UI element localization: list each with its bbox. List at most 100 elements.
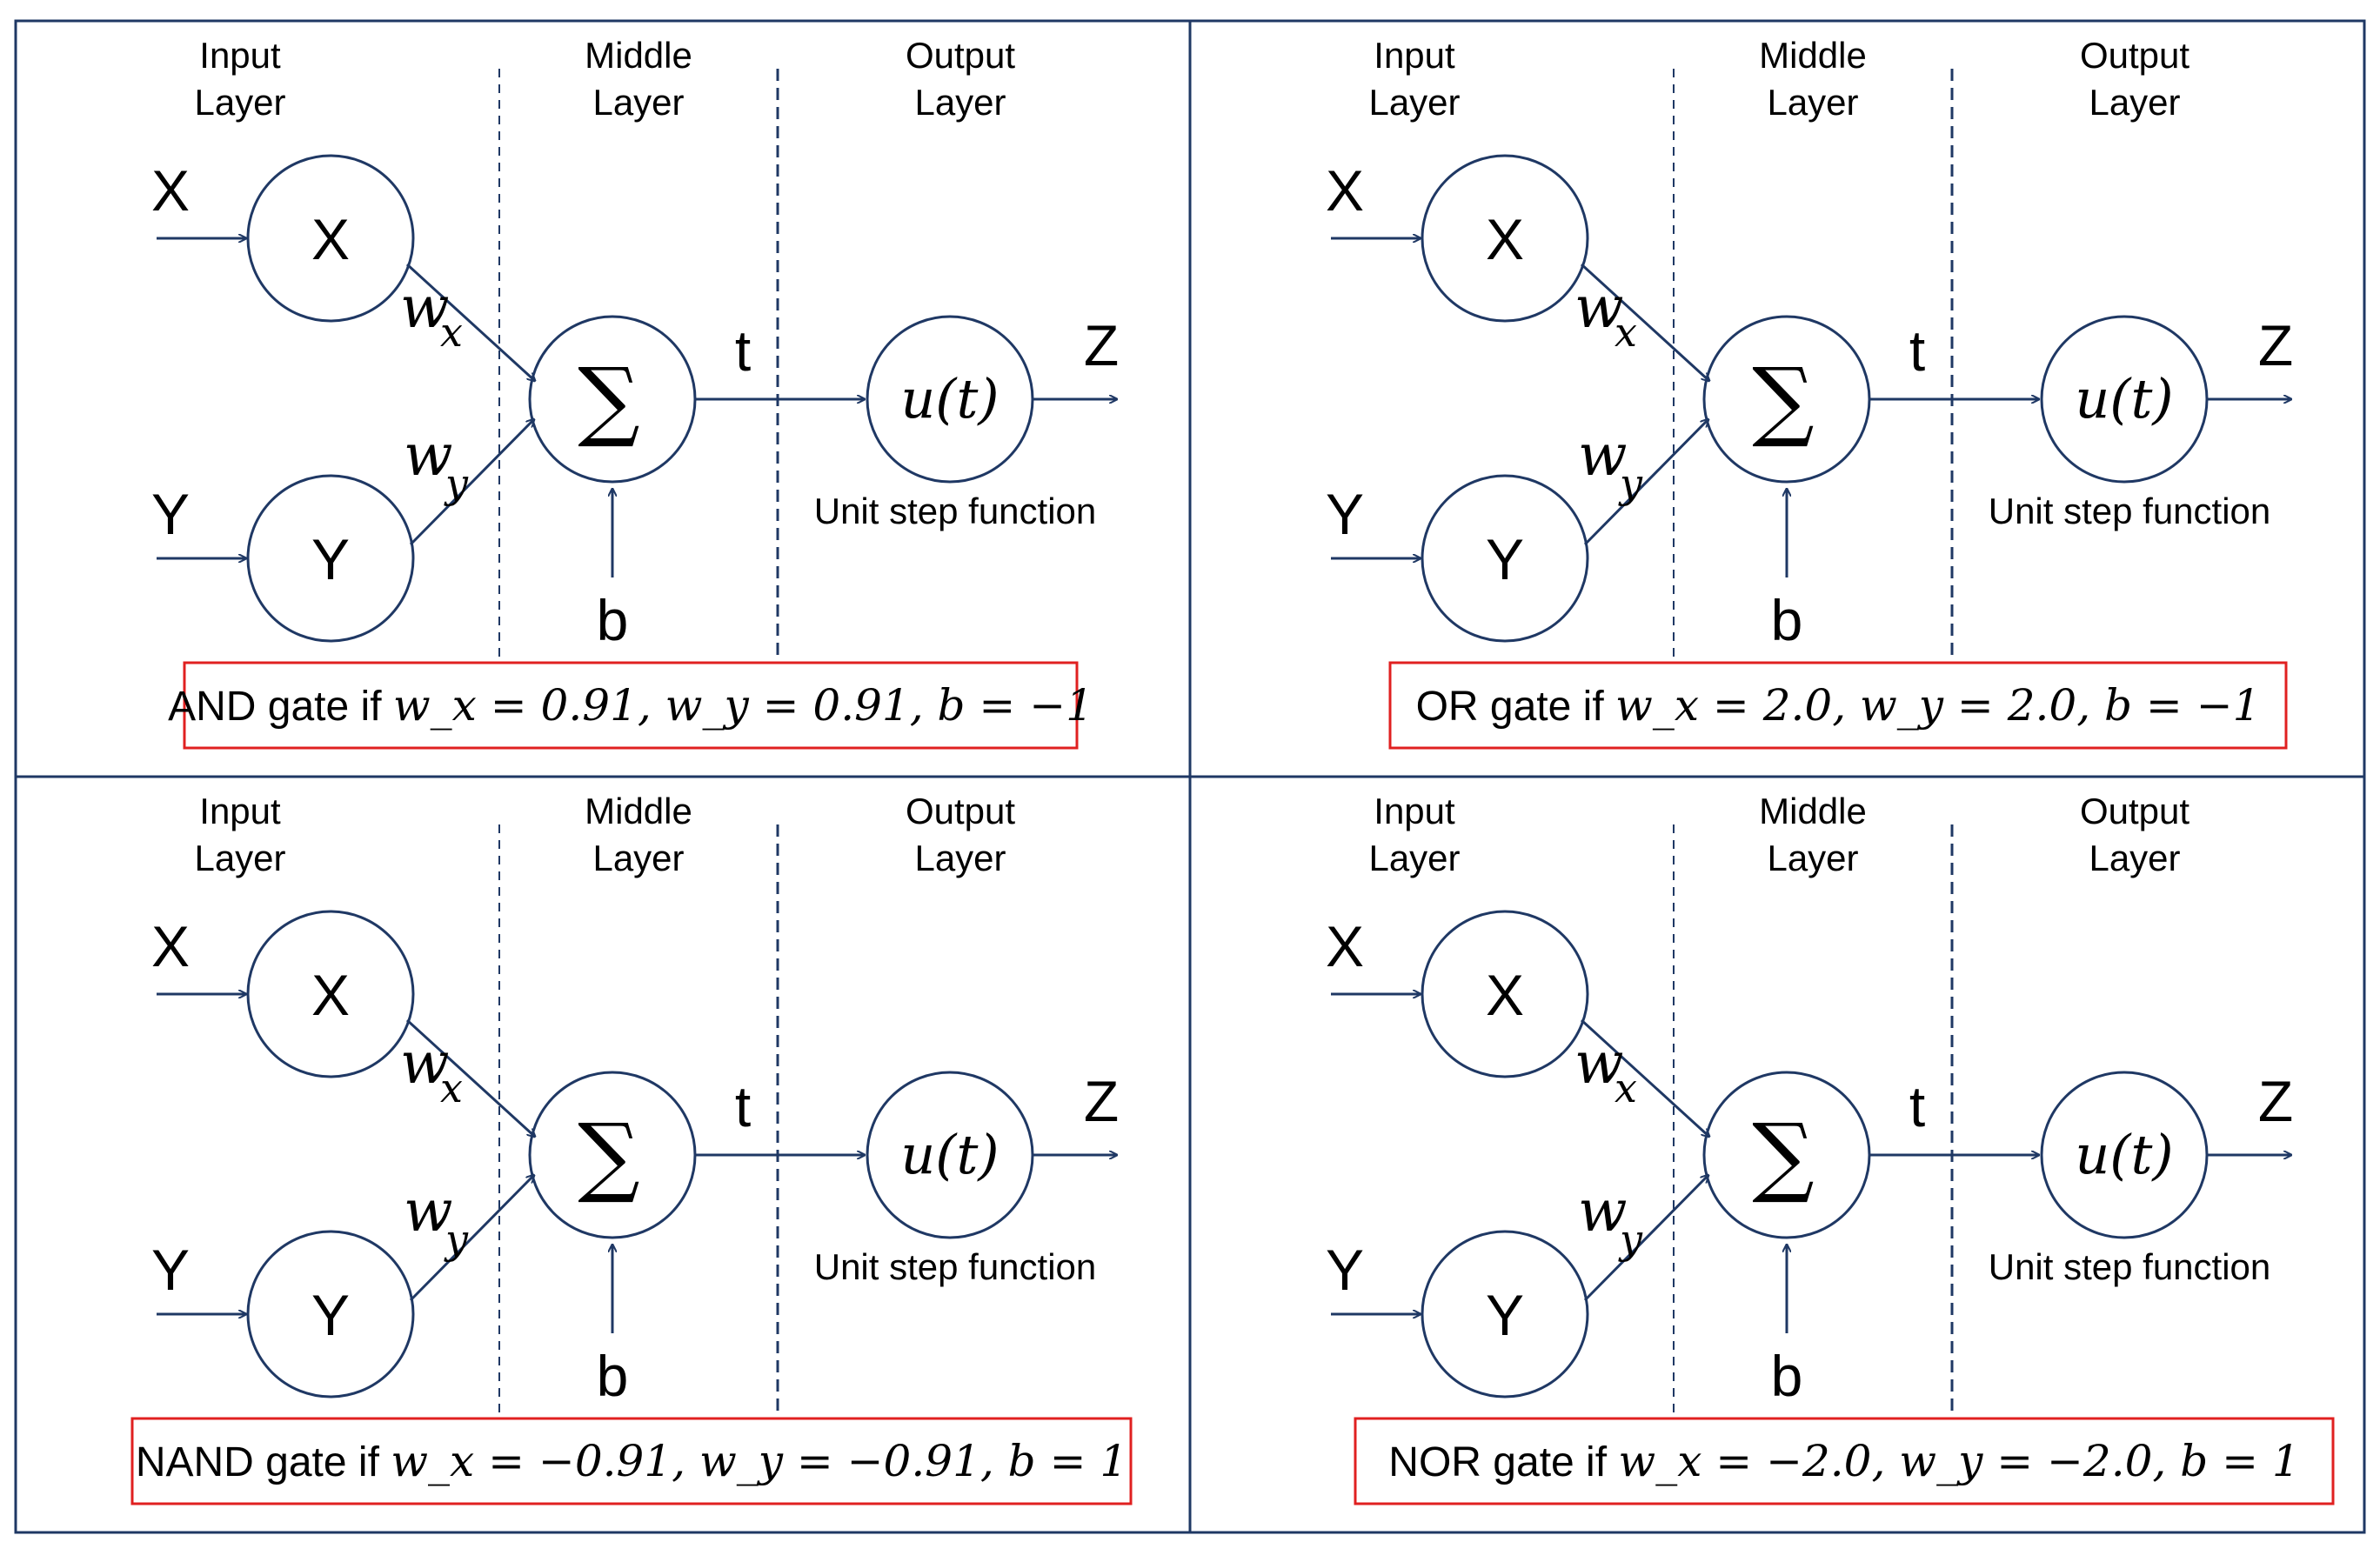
node-y-label: Y xyxy=(311,527,350,591)
node-sum-label: ∑ xyxy=(578,1105,639,1206)
input-layer-label-line1: Input xyxy=(1374,791,1455,831)
node-x xyxy=(246,154,415,323)
output-layer-label-line1: Output xyxy=(906,791,1015,831)
weight-x-label: w xyxy=(1574,274,1624,341)
condition-text: NAND gate if w_x = −0.91, w_y = −0.91, b… xyxy=(136,1436,1127,1486)
node-unit-step xyxy=(866,315,1034,484)
input-layer-label-line2: Layer xyxy=(1368,82,1460,123)
node-unit-step-label: u(t) xyxy=(900,367,999,431)
node-sum xyxy=(1702,315,1871,484)
input-y-label: Y xyxy=(151,482,190,546)
unit-step-caption: Unit step function xyxy=(1989,1246,2271,1287)
node-x-label: X xyxy=(1486,963,1524,1027)
condition-box xyxy=(1388,661,2288,750)
output-layer-label-line1: Output xyxy=(2080,35,2189,76)
gate-parameters: w_x = −0.91, w_y = −0.91, b = 1 xyxy=(391,1436,1127,1486)
input-layer-label-line1: Input xyxy=(199,35,281,76)
edge-y-sum xyxy=(409,1175,534,1302)
node-x xyxy=(1421,910,1589,1078)
output-layer-label-line1: Output xyxy=(906,35,1015,76)
bias-label: b xyxy=(597,588,629,652)
node-x xyxy=(1421,154,1589,323)
input-layer-label-line2: Layer xyxy=(1368,838,1460,878)
middle-layer-label-line1: Middle xyxy=(1759,791,1867,831)
edge-x-sum xyxy=(405,263,535,381)
weight-y-label: w xyxy=(404,422,453,489)
t-label: t xyxy=(1909,318,1925,383)
weight-x-subscript: x xyxy=(1615,309,1637,356)
gate-parameters: w_x = 2.0, w_y = 2.0, b = −1 xyxy=(1615,680,2260,731)
input-y-label: Y xyxy=(1326,482,1364,546)
weight-y-label: w xyxy=(1578,422,1628,489)
input-layer-label-line2: Layer xyxy=(194,838,285,878)
input-x-label: X xyxy=(151,914,190,978)
node-unit-step xyxy=(2040,315,2209,484)
input-layer-label-line1: Input xyxy=(199,791,281,831)
weight-x-label: w xyxy=(400,274,450,341)
node-y xyxy=(1421,1230,1589,1398)
condition-text: OR gate if w_x = 2.0, w_y = 2.0, b = −1 xyxy=(1416,680,2261,731)
node-sum xyxy=(528,315,697,484)
input-layer-label-line2: Layer xyxy=(194,82,285,123)
weight-y-label: w xyxy=(1578,1178,1628,1245)
weight-x-label: w xyxy=(400,1030,450,1097)
middle-layer-label-line2: Layer xyxy=(592,82,684,123)
edge-x-sum xyxy=(1580,263,1709,381)
condition-box xyxy=(130,1417,1133,1505)
weight-y-subscript: y xyxy=(1618,460,1643,507)
edge-x-sum xyxy=(1580,1018,1709,1137)
edge-y-sum xyxy=(409,419,534,546)
weight-x-subscript: x xyxy=(440,309,463,356)
node-x-label: X xyxy=(311,207,350,271)
bias-label: b xyxy=(597,1344,629,1408)
input-x-label: X xyxy=(1326,158,1364,223)
gate-parameters: w_x = 0.91, w_y = 0.91, b = −1 xyxy=(393,680,1093,731)
panel-and: InputLayerMiddleLayerOutputLayerXYXY∑wxw… xyxy=(151,35,1119,750)
node-unit-step xyxy=(2040,1071,2209,1239)
node-unit-step-label: u(t) xyxy=(2075,1123,2173,1186)
input-y-label: Y xyxy=(1326,1238,1364,1302)
figure-frame xyxy=(14,19,2366,1534)
node-y-label: Y xyxy=(311,1283,350,1347)
panels: InputLayerMiddleLayerOutputLayerXYXY∑wxw… xyxy=(130,35,2335,1505)
weight-x-subscript: x xyxy=(440,1065,463,1111)
gate-label: NAND gate if xyxy=(136,1439,391,1485)
node-sum-label: ∑ xyxy=(578,349,639,451)
middle-layer-label-line1: Middle xyxy=(1759,35,1867,76)
unit-step-caption: Unit step function xyxy=(1989,491,2271,531)
node-y xyxy=(1421,474,1589,643)
gate-parameters: w_x = −2.0, w_y = −2.0, b = 1 xyxy=(1618,1436,2299,1486)
t-label: t xyxy=(735,1074,751,1138)
output-z-label: Z xyxy=(1084,313,1119,377)
weight-y-subscript: y xyxy=(444,1216,469,1263)
gate-label: NOR gate if xyxy=(1388,1439,1618,1485)
gate-label: AND gate if xyxy=(168,684,393,730)
panel-nor: InputLayerMiddleLayerOutputLayerXYXY∑wxw… xyxy=(1326,791,2335,1505)
node-sum-label: ∑ xyxy=(1752,349,1814,451)
unit-step-caption: Unit step function xyxy=(814,491,1097,531)
output-layer-label-line1: Output xyxy=(2080,791,2189,831)
middle-layer-label-line1: Middle xyxy=(585,791,692,831)
node-sum xyxy=(528,1071,697,1239)
node-y xyxy=(246,474,415,643)
node-y-label: Y xyxy=(1486,527,1524,591)
input-y-label: Y xyxy=(151,1238,190,1302)
input-layer-label-line1: Input xyxy=(1374,35,1455,76)
bias-label: b xyxy=(1771,588,1803,652)
node-unit-step-label: u(t) xyxy=(900,1123,999,1186)
panel-nand: InputLayerMiddleLayerOutputLayerXYXY∑wxw… xyxy=(130,791,1133,1505)
node-sum-label: ∑ xyxy=(1752,1105,1814,1206)
node-y-label: Y xyxy=(1486,1283,1524,1347)
weight-x-subscript: x xyxy=(1615,1065,1637,1111)
node-y xyxy=(246,1230,415,1398)
condition-text: AND gate if w_x = 0.91, w_y = 0.91, b = … xyxy=(168,680,1093,731)
middle-layer-label-line2: Layer xyxy=(1767,838,1858,878)
input-x-label: X xyxy=(1326,914,1364,978)
input-x-label: X xyxy=(151,158,190,223)
output-z-label: Z xyxy=(2258,1069,2293,1133)
weight-y-subscript: y xyxy=(444,460,469,507)
output-layer-label-line2: Layer xyxy=(2089,82,2180,123)
output-layer-label-line2: Layer xyxy=(914,82,1006,123)
node-unit-step xyxy=(866,1071,1034,1239)
